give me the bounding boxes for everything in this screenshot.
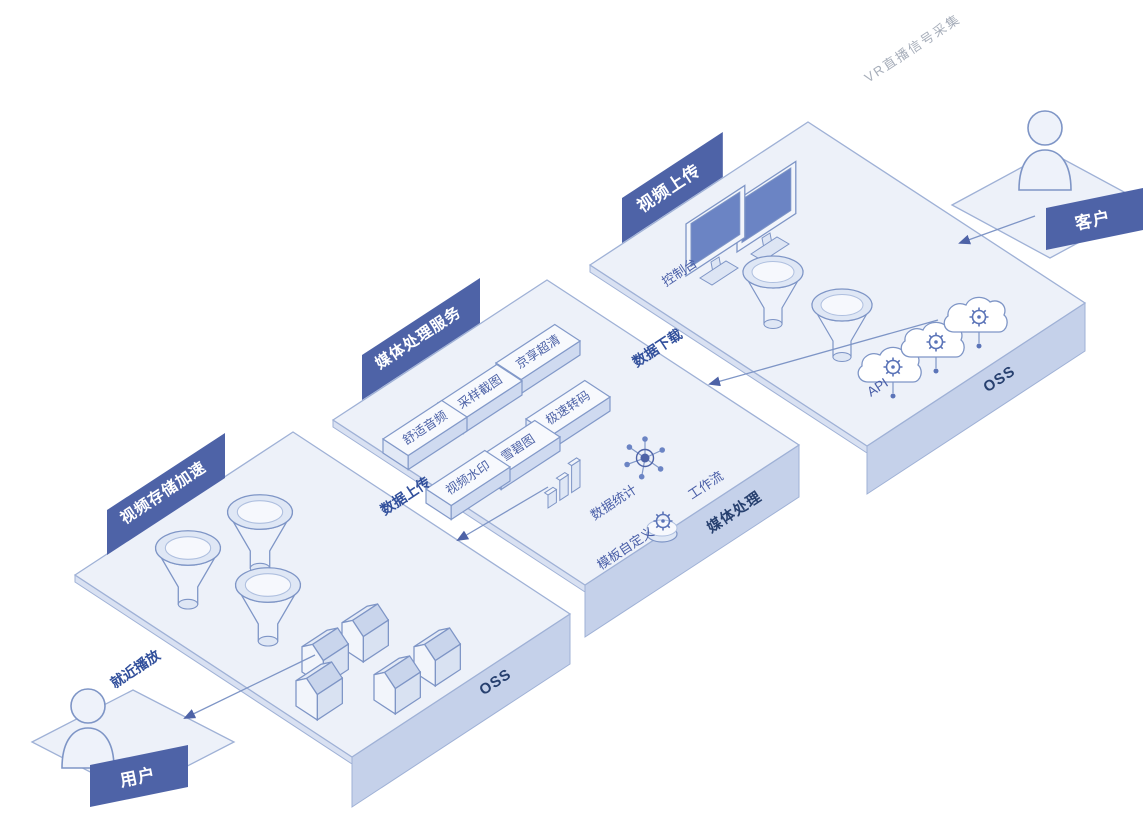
arrow-customer-to-upload — [958, 215, 1036, 245]
flow-label-playback: 就近播放 — [107, 646, 163, 691]
customer-group: 客户 — [950, 110, 1143, 259]
media-platform: 京享超清 采样截图 极速转码 舒适音频 雪碧图 视频水印 — [331, 278, 801, 638]
user-group: 用户 — [30, 688, 236, 807]
arrow-playback — [183, 654, 316, 719]
user-banner — [90, 745, 188, 807]
watermark-text: VR直播信号采集 — [862, 11, 964, 85]
storage-platform: OSS 视频存储加速 — [73, 431, 572, 808]
storage-banner — [107, 433, 225, 555]
stats-bars-icon — [543, 457, 581, 509]
template-icon — [646, 511, 678, 543]
upload-platform: 控制台 API OSS 视频上传 — [588, 121, 1087, 495]
upload-banner — [622, 132, 723, 243]
customer-person-icon — [1018, 110, 1072, 191]
arrow-data-download — [708, 319, 939, 387]
upload-platform-surface — [588, 121, 1087, 447]
customer-banner — [1046, 188, 1143, 250]
arrow-data-upload — [456, 486, 549, 542]
media-banner — [362, 278, 480, 400]
workflow-icon — [624, 436, 665, 480]
